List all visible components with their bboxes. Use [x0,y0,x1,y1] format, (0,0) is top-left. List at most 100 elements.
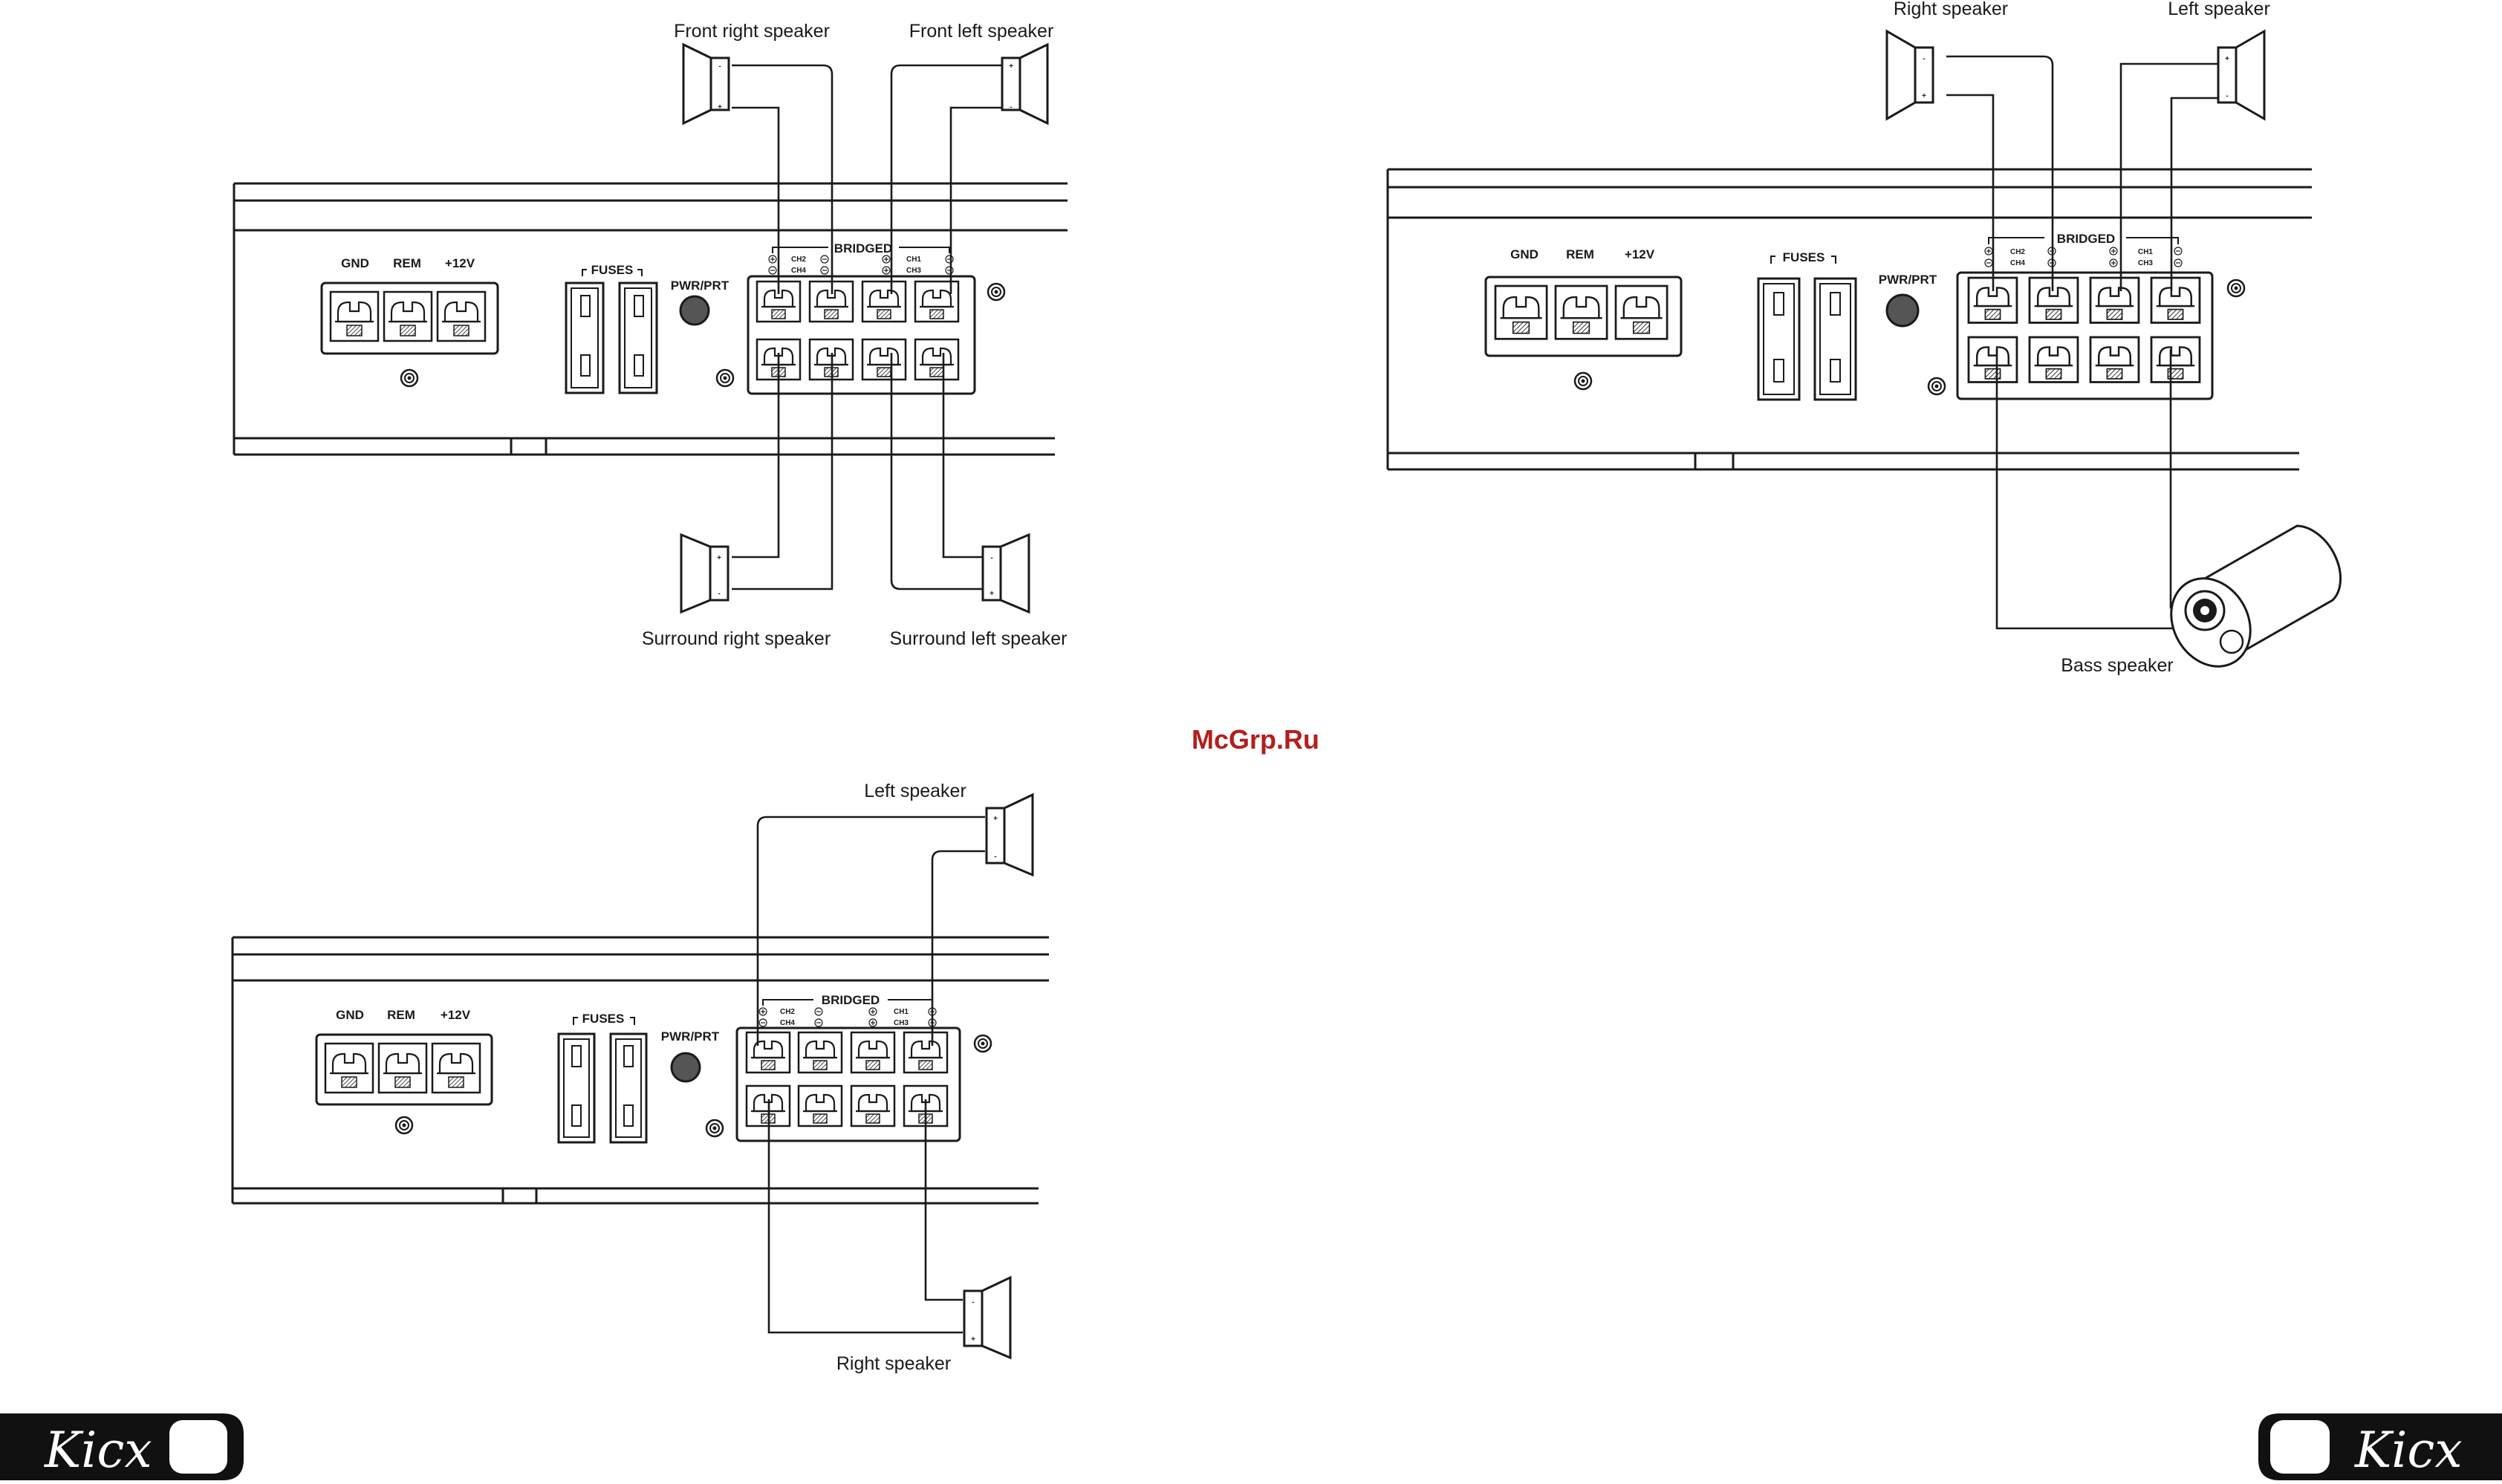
speaker-terminal[interactable] [797,1031,843,1074]
12v-terminal[interactable] [1614,284,1668,340]
speaker-terminal[interactable] [2028,336,2079,383]
svg-text:CH4: CH4 [2010,259,2025,267]
fuses-label: FUSES [582,1012,625,1026]
speaker-terminal[interactable] [2150,336,2201,383]
right-speaker-label: Right speaker [1894,0,2008,19]
power-terminal-block: GND REM +12V [1484,247,1683,391]
speaker-terminal-block: BRIDGED CH2 CH4 CH1 CH3 [735,993,961,1142]
footer-logo-right: Kicx [2258,1413,2502,1480]
screw-icon [705,1119,724,1138]
12v-terminal[interactable] [431,1042,481,1094]
gnd-terminal[interactable] [324,1042,374,1094]
speaker-terminal-block: BRIDGED CH2 CH4 CH1 CH3 [1956,232,2214,400]
bridged-label: BRIDGED [834,241,892,256]
diagram-four-channel: GND REM +12V FUSES PWR/PRT [233,21,1068,649]
speaker-terminal[interactable] [2150,276,2201,324]
svg-text:+: + [1009,62,1013,71]
gnd-terminal[interactable] [1494,284,1548,340]
svg-text:-: - [1923,55,1925,63]
diagram-three-channel: GND REM +12V FUSES PWR/PRT BRIDG [1386,0,2342,676]
svg-text:-: - [718,62,721,71]
bass-speaker: Bass speaker [2061,524,2342,676]
bridged-label: BRIDGED [2057,232,2115,246]
pwr-prt-label: PWR/PRT [671,279,730,293]
svg-text:-: - [2226,92,2228,100]
speaker-wires [732,64,1004,590]
svg-text:-: - [718,590,720,598]
speaker-terminal[interactable] [903,1031,949,1074]
screw-icon [973,1034,992,1053]
amplifier-body [233,182,1068,456]
rem-label: REM [387,1008,415,1022]
screw-icon [987,282,1006,302]
rem-label: REM [393,256,421,270]
svg-text:-: - [972,1298,974,1306]
kicx-logo: Kicx [2354,1422,2463,1479]
svg-text:+: + [2225,55,2229,63]
12v-label: +12V [441,1008,471,1022]
screw-icon [715,368,735,388]
watermark: McGrp.Ru [1192,724,1319,755]
kicx-logo: Kicx [44,1422,152,1479]
gnd-label: GND [341,256,369,270]
12v-terminal[interactable] [436,290,487,342]
rem-terminal[interactable] [1554,284,1608,340]
svg-text:+: + [971,1335,975,1344]
speaker-terminal[interactable] [745,1031,791,1074]
front-left-speaker-label: Front left speaker [909,21,1054,42]
svg-text:+: + [717,554,721,562]
amplifier-body [231,936,1049,1205]
pwr-prt-led [679,295,710,326]
rem-terminal[interactable] [377,1042,428,1094]
gnd-terminal[interactable] [329,290,380,342]
speaker-terminal[interactable] [2089,276,2140,324]
speaker-terminal[interactable] [1967,336,2018,383]
speaker-terminal[interactable] [797,1084,843,1127]
screw-icon [2226,279,2246,298]
bass-speaker-label: Bass speaker [2061,655,2173,676]
front-right-speaker: - + Front right speaker [674,21,830,126]
speaker-terminal[interactable] [861,280,907,323]
right-speaker-label: Right speaker [836,1353,951,1374]
pwr-prt-label: PWR/PRT [1879,273,1937,287]
power-terminal-block: GND REM +12V [315,1008,493,1135]
gnd-label: GND [1510,247,1538,261]
right-speaker: - + Right speaker [1885,0,2008,121]
rem-terminal[interactable] [383,290,433,342]
svg-text:CH2: CH2 [2010,248,2025,256]
svg-text:+: + [993,815,998,823]
left-speaker: + - Left speaker [864,781,1034,877]
svg-text:CH3: CH3 [906,267,921,275]
speaker-terminal[interactable] [861,338,907,381]
speaker-terminal[interactable] [2089,336,2140,383]
speaker-terminal[interactable] [2028,276,2079,324]
pwr-prt-led [670,1052,701,1083]
svg-text:CH1: CH1 [2138,248,2153,256]
svg-text:CH1: CH1 [894,1008,909,1016]
fuses-block: FUSES [557,1012,648,1144]
svg-text:CH3: CH3 [2138,259,2153,267]
speaker-terminal[interactable] [850,1084,896,1127]
svg-text:-: - [994,853,996,861]
gnd-label: GND [336,1008,364,1022]
svg-text:CH3: CH3 [894,1019,909,1027]
fuses-block: FUSES [1757,250,1857,401]
bridged-label: BRIDGED [822,993,880,1007]
surround-left-speaker-label: Surround left speaker [889,628,1067,649]
svg-text:CH4: CH4 [791,267,806,275]
right-speaker: - + Right speaker [836,1275,1012,1374]
12v-label: +12V [445,256,475,270]
speaker-wires [756,816,985,1334]
svg-text:+: + [718,103,722,111]
left-speaker-label: Left speaker [2168,0,2270,19]
front-right-speaker-label: Front right speaker [674,21,830,42]
speaker-terminal[interactable] [850,1031,896,1074]
surround-right-speaker: + - Surround right speaker [642,533,831,649]
surround-right-speaker-label: Surround right speaker [642,628,831,649]
rem-label: REM [1566,247,1594,261]
left-speaker: + - Left speaker [2168,0,2270,121]
screw-icon [1927,377,1946,396]
speaker-terminal[interactable] [914,338,960,381]
screw-icon [400,368,419,388]
